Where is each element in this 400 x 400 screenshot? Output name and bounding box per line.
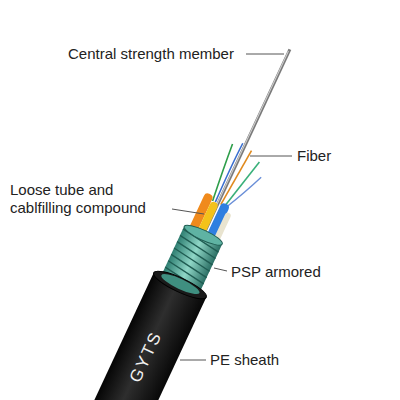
fiber-strand (226, 169, 261, 215)
part-label: PSP armored (231, 263, 381, 281)
part-label: Central strength member (68, 45, 243, 63)
part-label: Loose tube and cablfilling compound (10, 181, 168, 217)
leader-lines (172, 54, 292, 360)
cable-body (69, 37, 316, 400)
fiber-strand (207, 144, 238, 201)
part-label: Fiber (297, 147, 377, 165)
part-label: PE sheath (210, 351, 360, 369)
